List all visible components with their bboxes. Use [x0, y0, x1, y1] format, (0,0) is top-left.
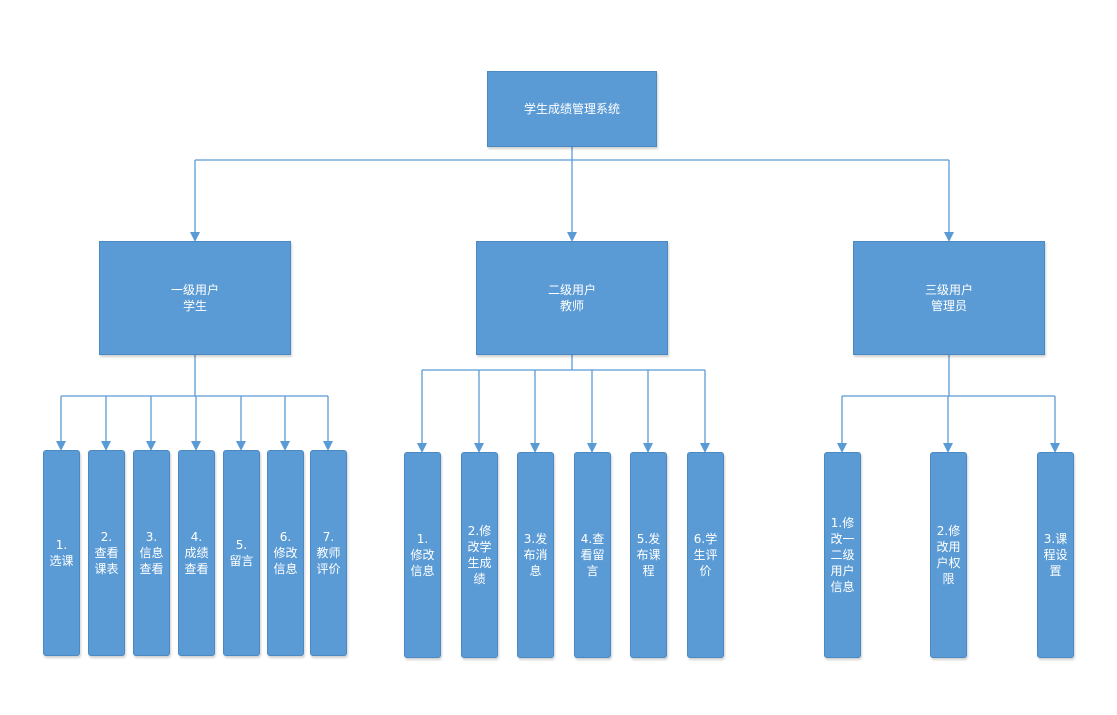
- leaf-teacher-modify-info: 1. 修改信息: [404, 452, 441, 658]
- leaf-label: 7. 教师评价: [316, 530, 341, 576]
- leaf-select-course: 1. 选课: [43, 450, 80, 656]
- leaf-modify-user-info: 1.修改一二级用户信息: [824, 452, 861, 658]
- level3-node: 三级用户 管理员: [853, 241, 1045, 355]
- level1-label: 一级用户 学生: [170, 283, 219, 313]
- leaf-view-info: 3. 信息查看: [133, 450, 170, 656]
- leaf-label: 2. 查看课表: [94, 530, 119, 576]
- root-node: 学生成绩管理系统: [487, 71, 657, 147]
- leaf-label: 3.发布消息: [523, 532, 548, 578]
- leaf-label: 3.课程设置: [1043, 532, 1068, 578]
- leaf-rate-teacher: 7. 教师评价: [310, 450, 347, 656]
- leaf-label: 2.修改用户权限: [936, 524, 961, 586]
- leaf-view-timetable: 2. 查看课表: [88, 450, 125, 656]
- level3-label: 三级用户 管理员: [924, 283, 973, 313]
- leaf-leave-message: 5. 留言: [223, 450, 260, 656]
- leaf-label: 2.修改学生成绩: [467, 524, 492, 586]
- leaf-view-messages: 4.查看留言: [574, 452, 611, 658]
- leaf-label: 5. 留言: [229, 538, 254, 568]
- leaf-label: 1. 修改信息: [410, 532, 435, 578]
- leaf-label: 4. 成绩查看: [184, 530, 209, 576]
- level2-label: 二级用户 教师: [547, 283, 596, 313]
- leaf-label: 3. 信息查看: [139, 530, 164, 576]
- leaf-modify-student-grades: 2.修改学生成绩: [461, 452, 498, 658]
- leaf-course-settings: 3.课程设置: [1037, 452, 1074, 658]
- leaf-label: 1.修改一二级用户信息: [830, 516, 855, 594]
- leaf-label: 5.发布课程: [636, 532, 661, 578]
- leaf-label: 1. 选课: [49, 538, 74, 568]
- leaf-rate-student: 6.学生评价: [687, 452, 724, 658]
- leaf-view-grades: 4. 成绩查看: [178, 450, 215, 656]
- leaf-label: 6. 修改信息: [273, 530, 298, 576]
- level2-node: 二级用户 教师: [476, 241, 668, 355]
- root-label: 学生成绩管理系统: [523, 102, 620, 116]
- level1-node: 一级用户 学生: [99, 241, 291, 355]
- leaf-publish-course: 5.发布课程: [630, 452, 667, 658]
- leaf-label: 4.查看留言: [580, 532, 605, 578]
- leaf-modify-permissions: 2.修改用户权限: [930, 452, 967, 658]
- leaf-label: 6.学生评价: [693, 532, 718, 578]
- leaf-modify-info: 6. 修改信息: [267, 450, 304, 656]
- leaf-publish-message: 3.发布消息: [517, 452, 554, 658]
